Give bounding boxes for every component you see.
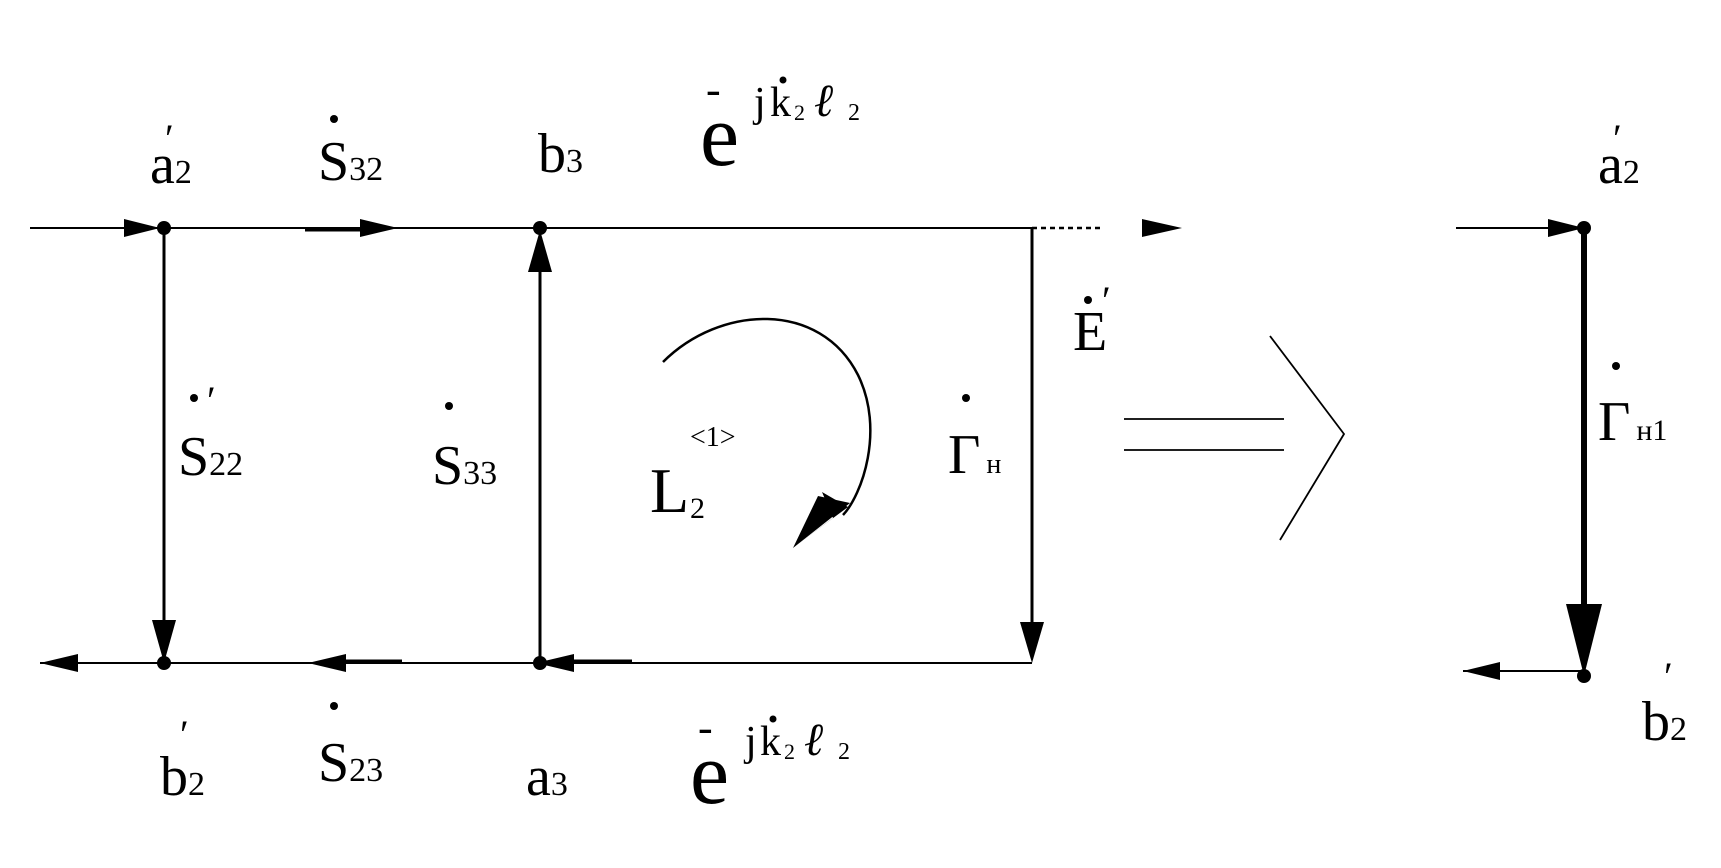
prime-right-b2p: ′ — [1664, 654, 1673, 699]
node-b2p — [157, 656, 171, 670]
dot-s22p — [190, 394, 198, 402]
arrow-output-dotted — [1142, 219, 1182, 237]
prime-right-a2p: ′ — [1613, 116, 1622, 161]
dot-s23 — [330, 702, 338, 710]
arrow-to-a3 — [536, 654, 574, 672]
node-right-b2p — [1577, 669, 1591, 683]
svg-text:k: k — [770, 80, 791, 126]
label-loop-l2: L 2 <1> — [650, 422, 736, 526]
dot-gamma-n1 — [1612, 362, 1620, 370]
svg-text:ℓ: ℓ — [814, 75, 834, 126]
label-b3: b3 — [538, 123, 583, 185]
prime-a2p-top: ′ — [165, 116, 174, 161]
node-b3 — [533, 221, 547, 235]
svg-text:2: 2 — [848, 100, 860, 126]
svg-text:2: 2 — [838, 739, 850, 765]
svg-text:j: j — [743, 719, 757, 765]
loop-arc — [662, 317, 872, 516]
prime-b2p-bottom: ′ — [180, 712, 189, 757]
node-right-a2p — [1577, 221, 1591, 235]
left-graph — [30, 219, 1182, 672]
svg-text:ℓ: ℓ — [804, 714, 824, 765]
svg-text:e: e — [700, 88, 739, 185]
right-graph — [1456, 219, 1602, 683]
svg-text:<1>: <1> — [690, 422, 736, 453]
node-a3 — [533, 656, 547, 670]
label-right-b2p: b2 — [1642, 691, 1687, 753]
arrow-s22p — [152, 620, 176, 663]
dot-gamma-n — [962, 394, 970, 402]
label-a3: a3 — [526, 746, 568, 808]
svg-text:k: k — [760, 719, 781, 765]
dot-e-prime — [1084, 296, 1092, 304]
label-s23: S23 — [318, 732, 383, 794]
equivalence-arrow — [1124, 335, 1346, 541]
arrow-input-a2p — [124, 219, 160, 237]
arrow-right-input — [1548, 219, 1584, 237]
label-exp-bottom: e - j k 2 ℓ 2 — [690, 703, 850, 823]
svg-text:2: 2 — [794, 100, 805, 125]
label-b2p-bottom: b2 — [160, 746, 205, 808]
arrow-gamma-n1 — [1566, 604, 1602, 676]
prime-s22p: ′ — [207, 378, 216, 423]
svg-text:L: L — [650, 455, 689, 526]
svg-text:-: - — [706, 65, 721, 114]
svg-text:e: e — [690, 726, 729, 823]
label-s22p: S22 — [178, 426, 243, 488]
arrow-right-output — [1463, 662, 1500, 680]
label-right-a2p: a2 — [1598, 134, 1640, 196]
prime-e: ′ — [1102, 278, 1111, 323]
node-a2p — [157, 221, 171, 235]
dot-s32 — [330, 115, 338, 123]
arrow-s33 — [528, 230, 552, 272]
label-exp-top: e - j k 2 ℓ 2 — [700, 65, 860, 185]
label-s33: S33 — [432, 435, 497, 497]
arrow-gamma-n — [1020, 622, 1044, 663]
arrow-s23 — [308, 654, 346, 672]
label-s32: S32 — [318, 131, 383, 193]
label-a2p-top: a2 — [150, 134, 192, 196]
dot-s33 — [445, 402, 453, 410]
svg-text:-: - — [698, 703, 713, 752]
svg-text:j: j — [752, 80, 766, 126]
arrow-s32 — [360, 219, 398, 237]
label-e-prime: E — [1073, 301, 1107, 363]
loop-arrowhead-fill — [793, 496, 850, 548]
svg-text:2: 2 — [784, 739, 795, 764]
arrow-b2p-out — [40, 654, 78, 672]
svg-text:2: 2 — [690, 492, 705, 525]
